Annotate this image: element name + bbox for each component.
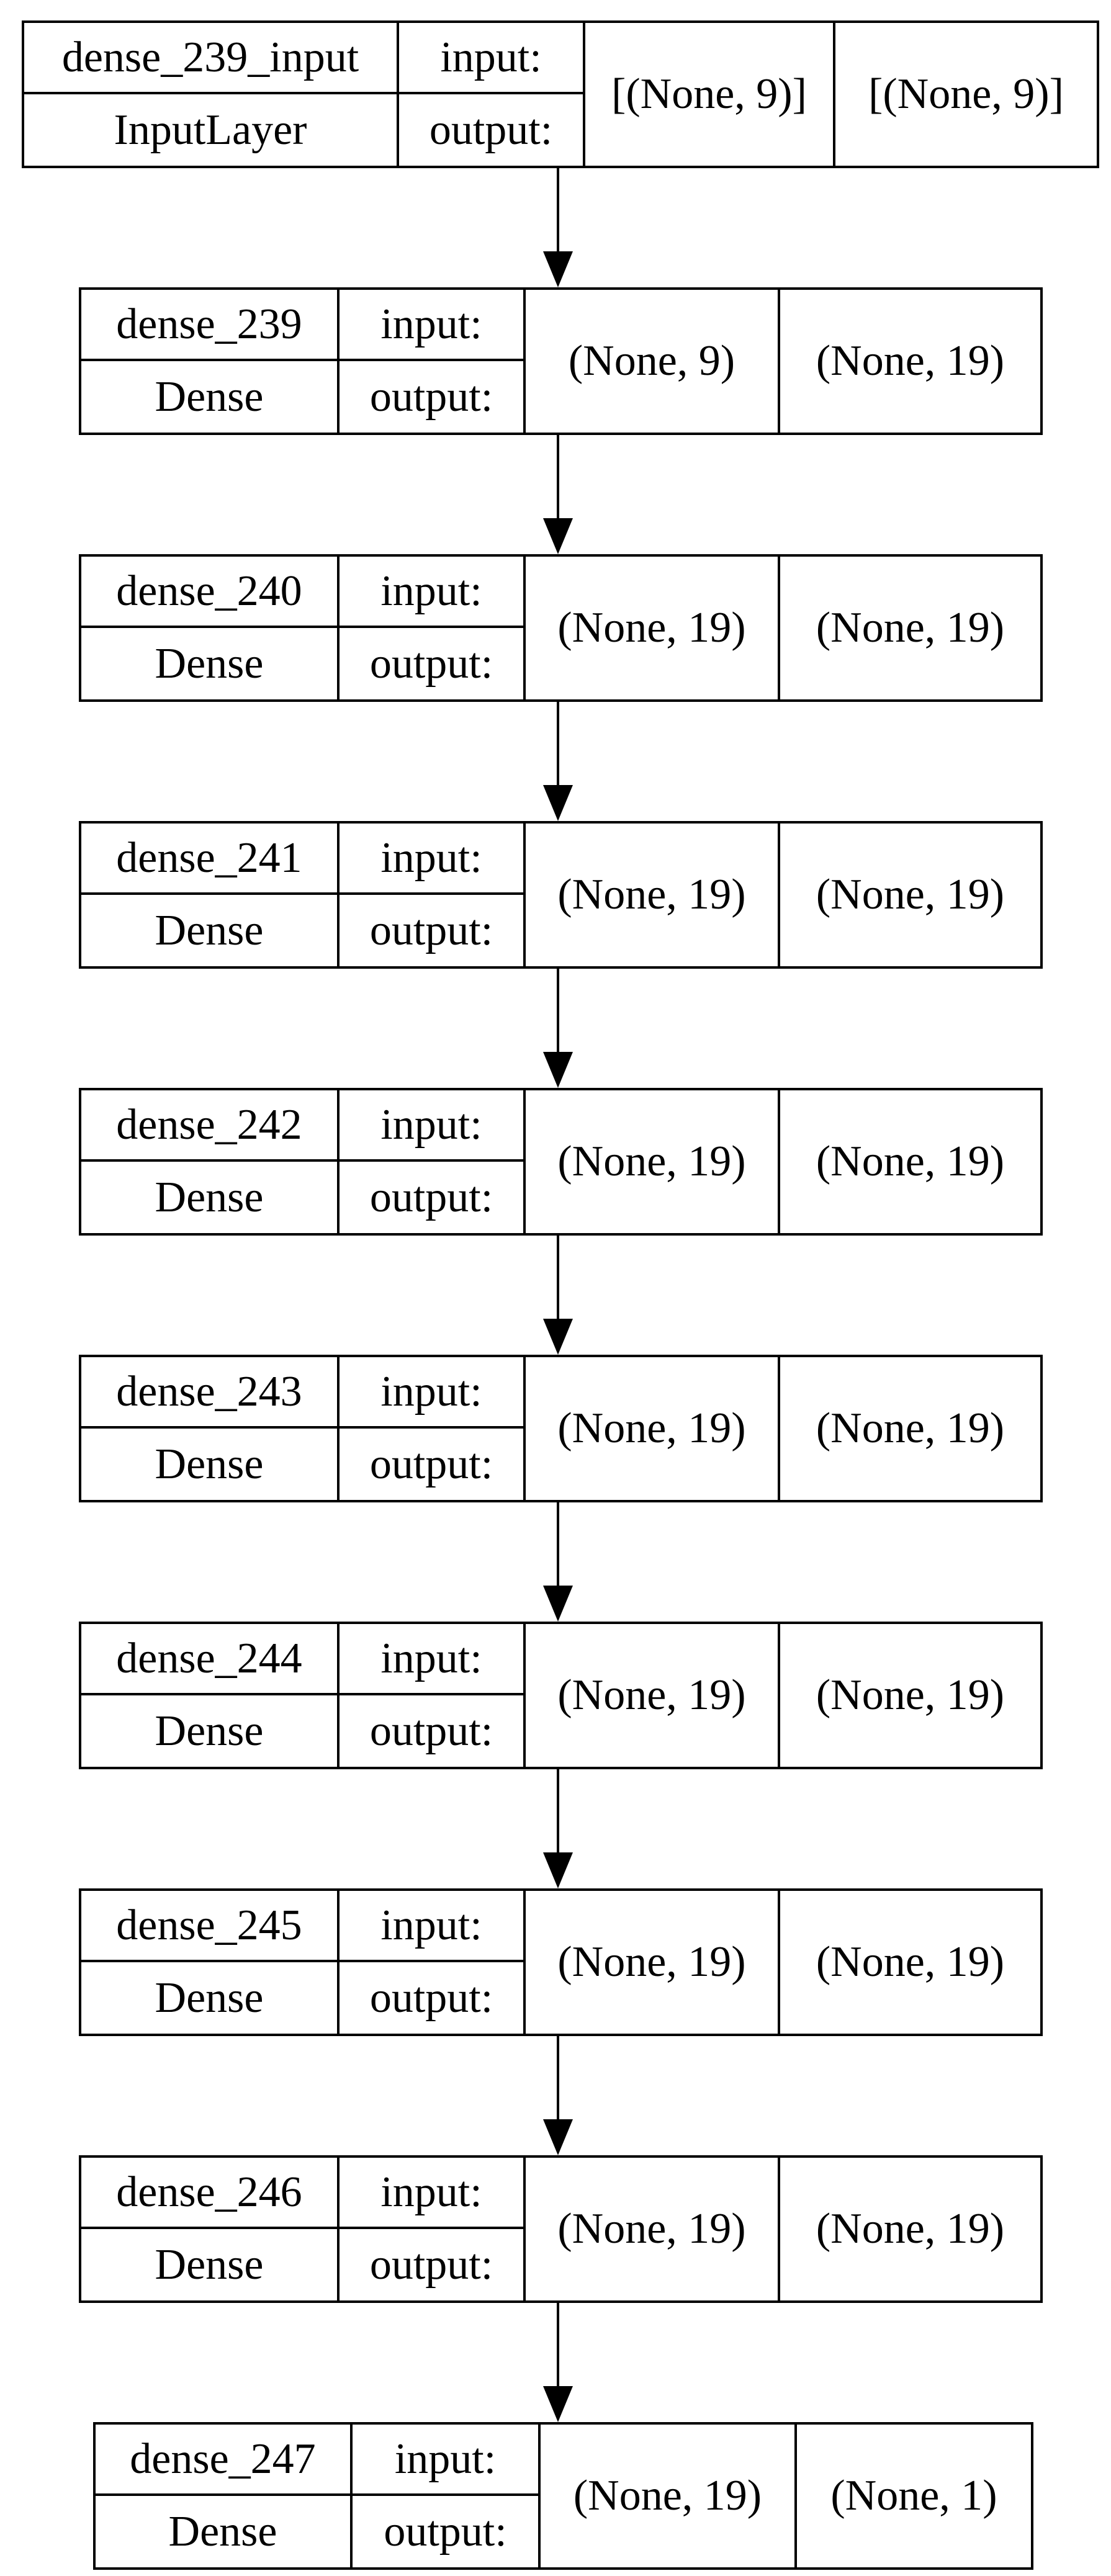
arrow-line (557, 702, 559, 785)
arrow-line (557, 2303, 559, 2386)
output-label: output: (340, 1695, 526, 1767)
layer-node-dense-239-input: dense_239_input input: [(None, 9)] [(Non… (22, 20, 1099, 168)
input-shape: (None, 19) (541, 2425, 797, 2567)
input-label: input: (353, 2425, 541, 2496)
arrow-line (557, 1236, 559, 1319)
arrow-line (557, 969, 559, 1052)
arrow-line (557, 1502, 559, 1586)
layer-node-dense-242: dense_242 input: (None, 19) (None, 19) D… (79, 1088, 1043, 1236)
layer-name: dense_243 (81, 1357, 340, 1429)
layer-node-dense-247: dense_247 input: (None, 19) (None, 1) De… (93, 2422, 1033, 2570)
layer-name: dense_239 (81, 290, 340, 361)
layer-name: dense_242 (81, 1090, 340, 1162)
input-shape: [(None, 9)] (585, 23, 835, 166)
layer-type: Dense (81, 1429, 340, 1500)
arrow-head-icon (543, 2119, 573, 2155)
layer-name: dense_239_input (24, 23, 399, 94)
arrow-line (557, 1769, 559, 1852)
layer-node-dense-239: dense_239 input: (None, 9) (None, 19) De… (79, 287, 1043, 435)
layer-type: Dense (81, 361, 340, 433)
layer-name: dense_246 (81, 2158, 340, 2229)
input-label: input: (340, 290, 526, 361)
arrow-line (557, 435, 559, 518)
layer-type: Dense (96, 2496, 353, 2567)
layer-name: dense_244 (81, 1624, 340, 1695)
input-label: input: (340, 1090, 526, 1162)
input-shape: (None, 19) (526, 1090, 780, 1233)
input-shape: (None, 19) (526, 824, 780, 966)
input-label: input: (399, 23, 585, 94)
input-shape: (None, 19) (526, 1624, 780, 1767)
layer-type: Dense (81, 628, 340, 699)
input-shape: (None, 19) (526, 1891, 780, 2034)
input-label: input: (340, 557, 526, 628)
output-shape: (None, 19) (816, 2205, 1005, 2253)
layer-name: dense_245 (81, 1891, 340, 1962)
layer-type: InputLayer (24, 94, 399, 166)
layer-type: Dense (81, 895, 340, 966)
arrow-head-icon (543, 2386, 573, 2422)
arrow-head-icon (543, 1852, 573, 1888)
layer-node-dense-246: dense_246 input: (None, 19) (None, 19) D… (79, 2155, 1043, 2303)
arrow-line (557, 2036, 559, 2119)
output-shape: (None, 19) (816, 1671, 1005, 1719)
layer-type: Dense (81, 2229, 340, 2300)
layer-node-dense-243: dense_243 input: (None, 19) (None, 19) D… (79, 1355, 1043, 1502)
layer-node-dense-245: dense_245 input: (None, 19) (None, 19) D… (79, 1888, 1043, 2036)
output-label: output: (399, 94, 585, 166)
input-label: input: (340, 1624, 526, 1695)
output-label: output: (340, 1962, 526, 2034)
output-label: output: (340, 361, 526, 433)
layer-node-dense-241: dense_241 input: (None, 19) (None, 19) D… (79, 821, 1043, 969)
output-label: output: (340, 2229, 526, 2300)
output-shape: (None, 19) (816, 604, 1005, 652)
arrow-head-icon (543, 518, 573, 554)
arrow-head-icon (543, 785, 573, 821)
arrow-head-icon (543, 251, 573, 287)
layer-name: dense_240 (81, 557, 340, 628)
output-shape: (None, 1) (830, 2472, 997, 2520)
arrow-head-icon (543, 1586, 573, 1622)
input-shape: (None, 9) (526, 290, 780, 433)
arrow-head-icon (543, 1319, 573, 1355)
output-label: output: (340, 895, 526, 966)
output-shape: (None, 19) (816, 1138, 1005, 1185)
input-shape: (None, 19) (526, 1357, 780, 1500)
input-shape: (None, 19) (526, 2158, 780, 2300)
output-shape: (None, 19) (816, 871, 1005, 918)
layer-type: Dense (81, 1962, 340, 2034)
input-shape: (None, 19) (526, 557, 780, 699)
output-label: output: (340, 628, 526, 699)
input-label: input: (340, 1357, 526, 1429)
arrow-line (557, 168, 559, 251)
output-shape: (None, 19) (816, 337, 1005, 385)
layer-type: Dense (81, 1695, 340, 1767)
arrow-head-icon (543, 1052, 573, 1088)
input-label: input: (340, 1891, 526, 1962)
output-label: output: (340, 1429, 526, 1500)
output-label: output: (353, 2496, 541, 2567)
output-shape: (None, 19) (816, 1938, 1005, 1986)
layer-node-dense-240: dense_240 input: (None, 19) (None, 19) D… (79, 554, 1043, 702)
output-shape: [(None, 9)] (868, 70, 1064, 118)
layer-type: Dense (81, 1162, 340, 1233)
output-label: output: (340, 1162, 526, 1233)
input-label: input: (340, 2158, 526, 2229)
layer-name: dense_247 (96, 2425, 353, 2496)
input-label: input: (340, 824, 526, 895)
layer-name: dense_241 (81, 824, 340, 895)
output-shape: (None, 19) (816, 1404, 1005, 1452)
layer-node-dense-244: dense_244 input: (None, 19) (None, 19) D… (79, 1622, 1043, 1769)
